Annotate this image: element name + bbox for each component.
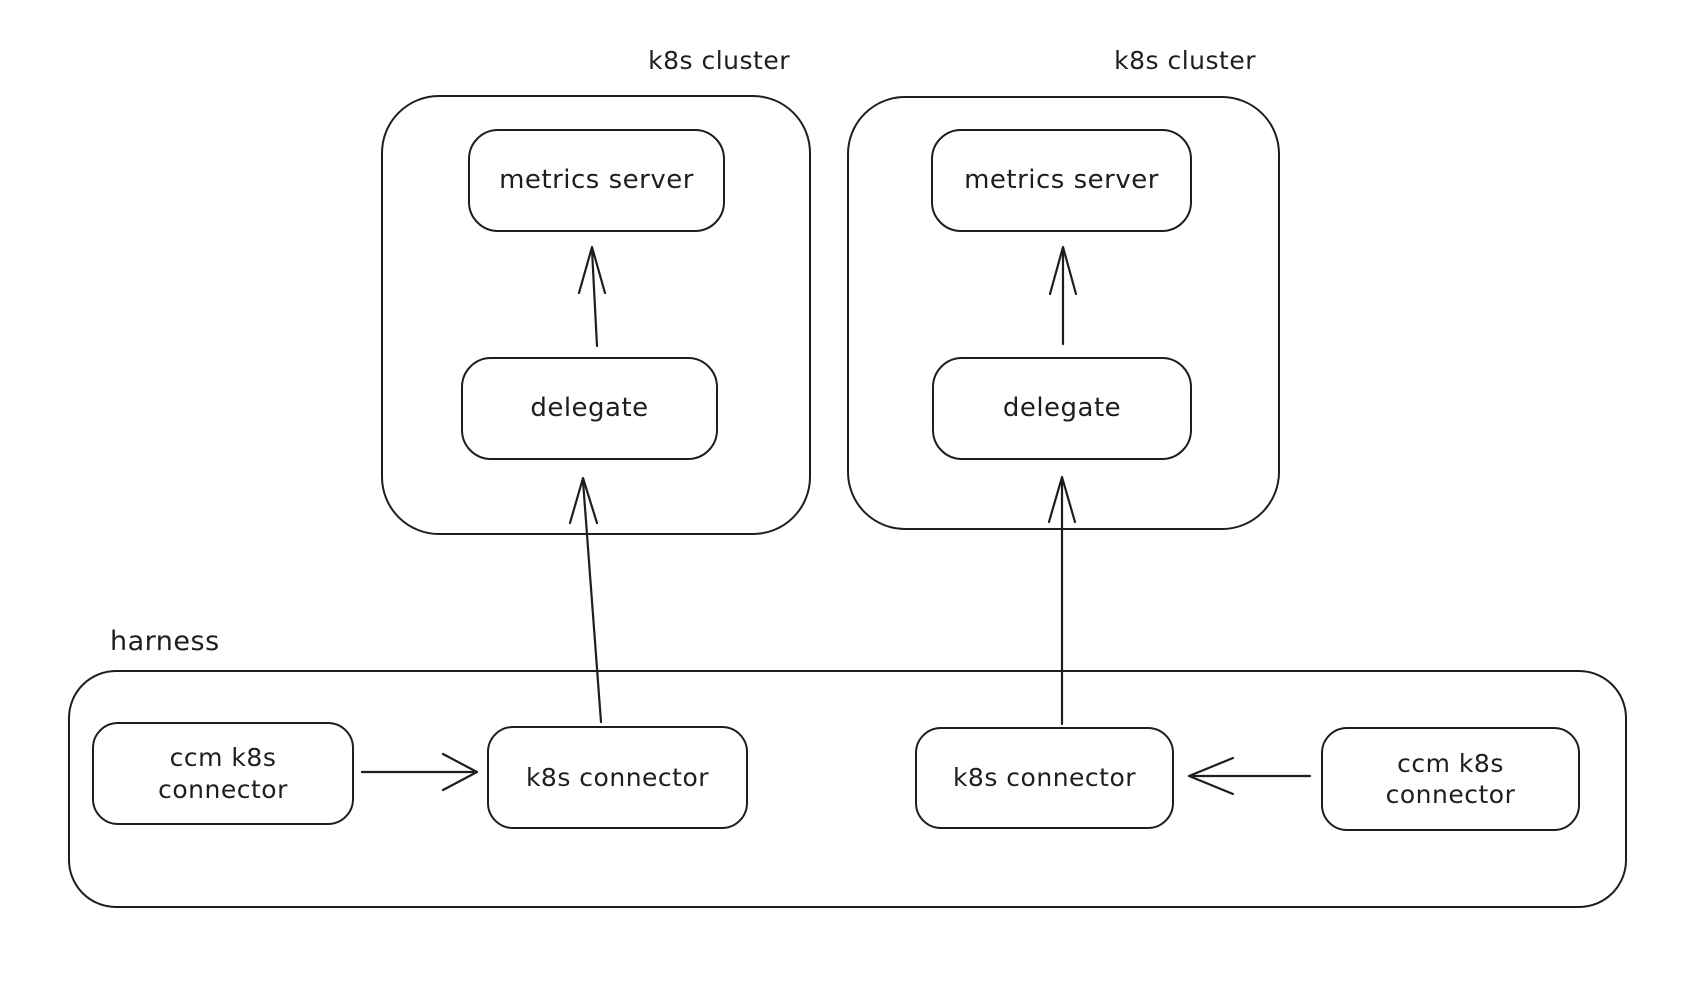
ccm-k8s-connector-box-left: ccm k8s connector — [92, 722, 354, 825]
metrics-server-label-left: metrics server — [499, 165, 694, 196]
metrics-server-box-left: metrics server — [468, 129, 725, 232]
metrics-server-box-right: metrics server — [931, 129, 1192, 232]
ccm-k8s-connector-box-right: ccm k8s connector — [1321, 727, 1580, 831]
k8s-connector-label-left: k8s connector — [525, 762, 710, 792]
delegate-box-left: delegate — [461, 357, 718, 460]
k8s-connector-label-right: k8s connector — [952, 763, 1137, 793]
k8s-connector-box-left: k8s connector — [487, 726, 748, 829]
delegate-label-right: delegate — [1002, 393, 1122, 424]
metrics-server-label-right: metrics server — [964, 165, 1159, 196]
delegate-label-left: delegate — [530, 393, 649, 424]
harness-label: harness — [110, 626, 220, 657]
k8s-connector-box-right: k8s connector — [915, 727, 1174, 829]
delegate-box-right: delegate — [932, 357, 1192, 460]
ccm-k8s-connector-label-left: ccm k8s connector — [158, 743, 288, 804]
ccm-k8s-connector-label-right: ccm k8s connector — [1385, 748, 1516, 809]
k8s-cluster-label-right: k8s cluster — [1114, 46, 1256, 75]
k8s-cluster-label-left: k8s cluster — [648, 46, 790, 75]
